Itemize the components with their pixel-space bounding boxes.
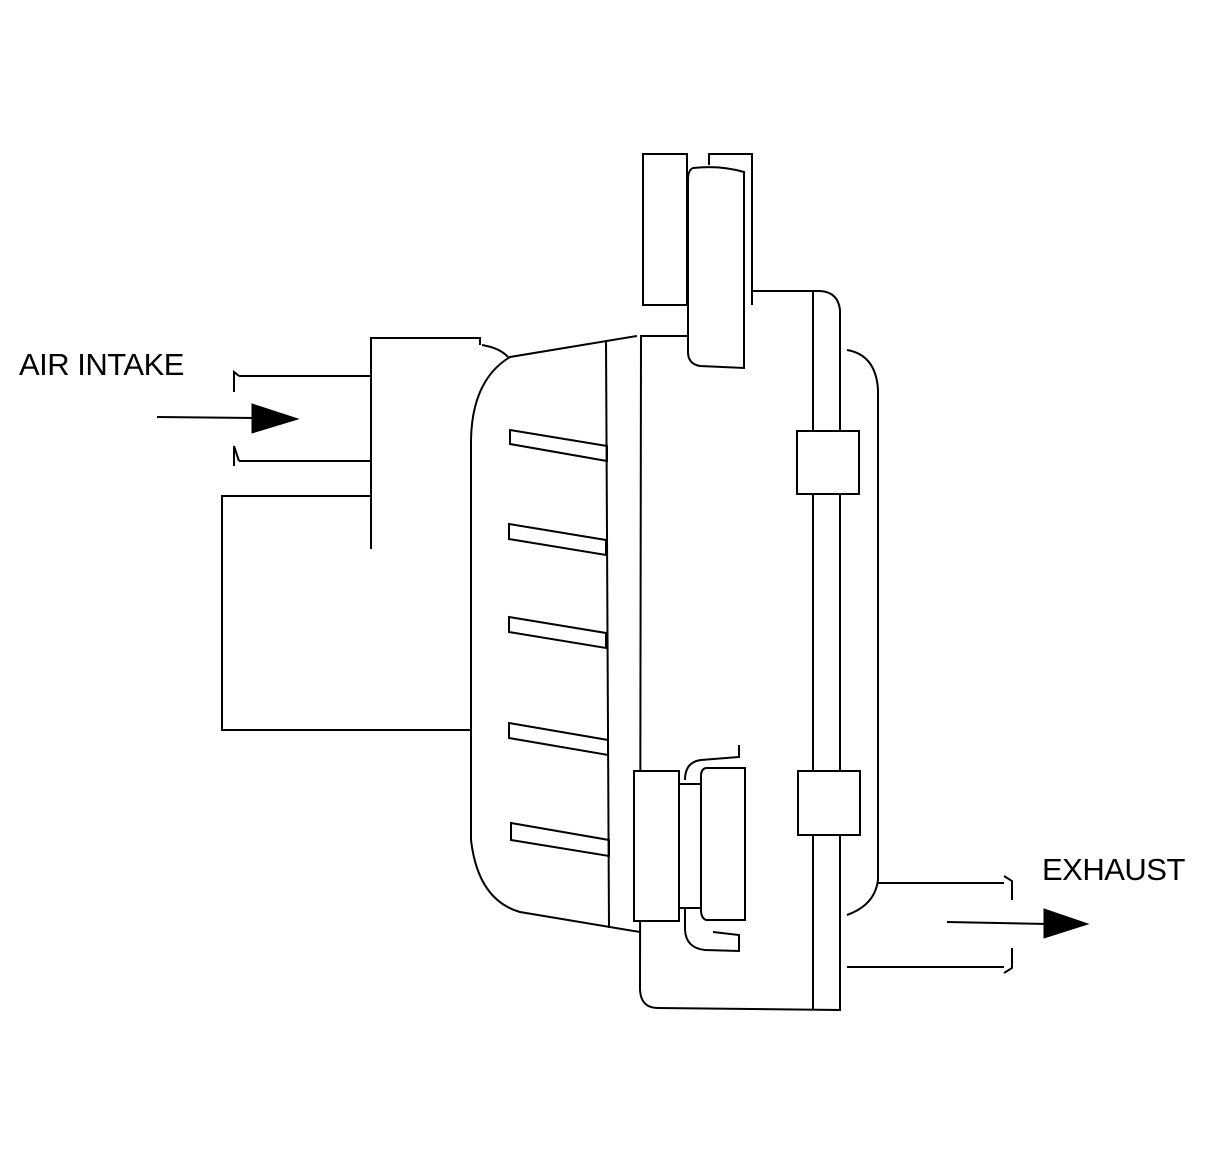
intake-duct bbox=[221, 337, 509, 731]
top-connector bbox=[642, 153, 753, 370]
blower-center-body bbox=[638, 290, 841, 1012]
rail-clamps bbox=[796, 430, 861, 836]
lower-connector bbox=[633, 745, 746, 953]
blower-housing bbox=[470, 335, 641, 933]
air-intake-label: AIR INTAKE bbox=[19, 347, 184, 382]
exhaust-guides bbox=[847, 875, 1013, 974]
intake-arrow bbox=[156, 403, 300, 434]
housing-fins bbox=[508, 428, 610, 858]
exhaust-arrow bbox=[946, 908, 1090, 939]
outlet-plate bbox=[846, 349, 879, 916]
exhaust-label: EXHAUST bbox=[1042, 852, 1185, 887]
